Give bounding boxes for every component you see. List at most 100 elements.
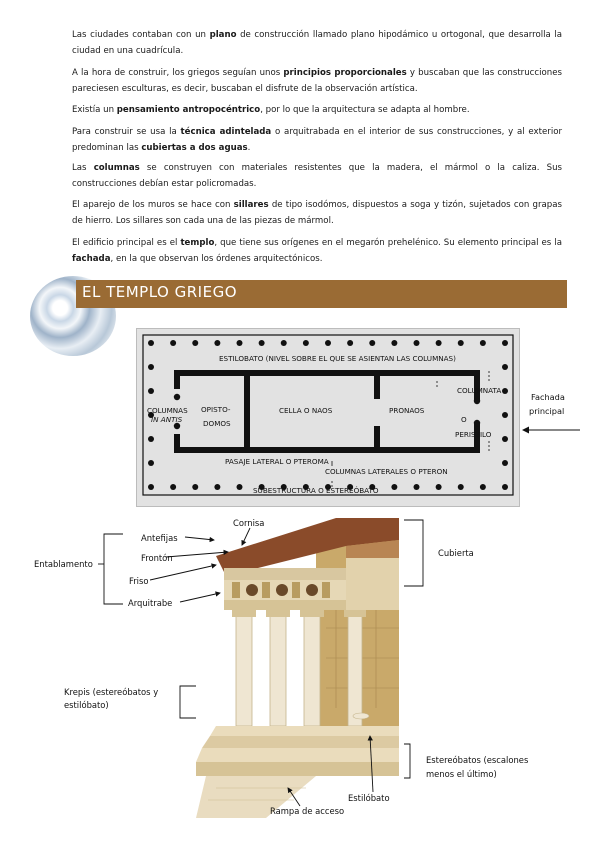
column-dot bbox=[502, 388, 508, 394]
paragraph-antropocentrico: Existía un pensamiento antropocéntrico, … bbox=[72, 103, 562, 119]
plan-label-estilobato: ESTILOBATO (NIVEL SOBRE EL QUE SE ASIENT… bbox=[219, 354, 456, 363]
text-segment: , por lo que la arquitectura se adapta a… bbox=[260, 105, 470, 115]
fachada-arrow-icon bbox=[522, 426, 580, 434]
column-dot bbox=[148, 412, 154, 418]
column-dot bbox=[457, 484, 464, 490]
column-dot bbox=[280, 484, 287, 490]
label-estereobatos-line2: menos el último) bbox=[426, 769, 497, 779]
plan-label-pasaje: PASAJE LATERAL O PTEROMA bbox=[225, 457, 329, 466]
column-dot bbox=[148, 484, 154, 490]
column-dot bbox=[325, 340, 331, 346]
text-segment: El aparejo de los muros se hace con bbox=[72, 200, 234, 210]
plan-label-domos: DOMOS bbox=[203, 419, 231, 428]
paragraph-plano: Las ciudades contaban con un plano de co… bbox=[72, 28, 562, 59]
label-arquitrabe: Arquitrabe bbox=[128, 598, 173, 608]
plan-label-subestructura: SUBESTRUCTURA O ESTEREÓBATO bbox=[253, 486, 379, 495]
plan-label-columnata: COLUMNATA bbox=[457, 386, 502, 395]
paragraph-sillares: El aparejo de los muros se hace con sill… bbox=[72, 198, 562, 229]
label-estilobato: Estilóbato bbox=[348, 793, 390, 803]
column-dot bbox=[302, 340, 309, 346]
column-dot bbox=[214, 340, 221, 346]
plan-label-opisto: OPISTO- bbox=[201, 405, 231, 414]
bold-term: templo bbox=[180, 238, 215, 248]
column-dot bbox=[479, 484, 486, 490]
plan-label-pronaos: PRONAOS bbox=[389, 406, 425, 415]
label-fronton: Frontón bbox=[141, 553, 173, 563]
text-segment: de tipo isodómos, dispuestos a soga y ti… bbox=[72, 200, 562, 226]
text-segment: Para construir se usa la bbox=[72, 127, 181, 137]
label-krepis-line2: estilóbato) bbox=[64, 700, 109, 710]
column-dot bbox=[236, 340, 243, 346]
plan-label-columnas-laterales: COLUMNAS LATERALES O PTERON bbox=[325, 467, 448, 476]
text-segment: A la hora de construir, los griegos segu… bbox=[72, 68, 284, 78]
column-dot bbox=[391, 484, 398, 490]
text-segment: Existía un bbox=[72, 105, 117, 115]
temple-floor-plan: ESTILOBATO (NIVEL SOBRE EL QUE SE ASIENT… bbox=[136, 328, 520, 507]
column-dot bbox=[148, 460, 154, 466]
column-dot bbox=[457, 340, 464, 346]
text-segment: se construyen con materiales resistentes… bbox=[72, 163, 563, 189]
text-segment: El edificio principal es el bbox=[72, 238, 181, 248]
label-antefijas: Antefijas bbox=[141, 533, 178, 543]
label-friso: Friso bbox=[129, 576, 149, 586]
text-segment: . bbox=[247, 142, 251, 153]
column-dot bbox=[192, 484, 199, 490]
bold-term: fachada bbox=[72, 253, 111, 264]
column-dot bbox=[347, 340, 354, 346]
column-dot bbox=[413, 484, 420, 490]
paragraph-tecnica: Para construir se usa la técnica adintel… bbox=[72, 125, 562, 156]
text-segment: y buscaban que las construcciones pareci… bbox=[72, 68, 562, 94]
section-banner bbox=[76, 280, 567, 308]
label-cornisa: Cornisa bbox=[233, 518, 265, 528]
label-cubierta: Cubierta bbox=[438, 548, 474, 558]
column-dot bbox=[148, 340, 154, 346]
column-dot bbox=[148, 436, 154, 442]
paragraph-templo: El edificio principal es el templo, que … bbox=[72, 236, 562, 267]
bold-term: columnas bbox=[93, 163, 140, 173]
text-segment: de construcción llamado plano hipodámico… bbox=[72, 30, 562, 56]
column-dot bbox=[502, 364, 508, 370]
text-segment: o arquitrabada en el interior de sus con… bbox=[72, 127, 562, 153]
column-dot bbox=[258, 340, 265, 346]
column-dot bbox=[347, 484, 354, 490]
column-dot bbox=[192, 340, 199, 346]
label-estereobatos-line1: Estereóbatos (escalones bbox=[426, 755, 529, 765]
label-krepis-line1: Krepis (estereóbatos y bbox=[64, 687, 159, 697]
temple-illustration bbox=[196, 518, 399, 818]
text-segment: Las bbox=[72, 163, 94, 173]
bold-term: cubiertas a dos aguas bbox=[141, 142, 248, 153]
column-dot bbox=[280, 340, 287, 346]
section-title: EL TEMPLO GRIEGO bbox=[82, 283, 238, 301]
column-dot bbox=[502, 412, 508, 418]
column-dot bbox=[148, 364, 154, 370]
bold-term: pensamiento antropocéntrico bbox=[116, 105, 261, 115]
column-dot bbox=[369, 484, 376, 490]
column-dot bbox=[502, 460, 508, 466]
column-dot bbox=[479, 340, 486, 346]
plan-label-cella: CELLA O NAOS bbox=[279, 406, 333, 415]
bold-term: técnica adintelada bbox=[180, 127, 272, 137]
column-dot bbox=[325, 484, 331, 490]
column-dot bbox=[170, 484, 177, 490]
column-dot bbox=[502, 340, 508, 346]
column-dot bbox=[148, 388, 154, 394]
column-dot bbox=[435, 484, 442, 490]
column-dot bbox=[502, 436, 508, 442]
plan-label-in-antis: IN ANTIS bbox=[151, 415, 183, 424]
text-segment: Las ciudades contaban con un bbox=[72, 30, 210, 40]
column-dot bbox=[236, 484, 243, 490]
bold-term: sillares bbox=[233, 200, 269, 210]
fachada-label-line2: principal bbox=[529, 406, 565, 416]
text-segment: , que tiene sus orígenes en el megarón p… bbox=[214, 238, 562, 248]
temple-plan-drawing bbox=[142, 334, 514, 496]
text-segment: , en la que observan los órdenes arquite… bbox=[110, 253, 323, 264]
column-dot bbox=[502, 484, 508, 490]
plan-label-columnas: COLUMNAS bbox=[147, 406, 188, 415]
bold-term: plano bbox=[209, 30, 237, 40]
column-dot bbox=[369, 340, 376, 346]
bold-term: principios proporcionales bbox=[283, 68, 407, 78]
column-dot bbox=[302, 484, 309, 490]
fachada-label-line1: Fachada bbox=[531, 392, 565, 402]
paragraph-columnas: Las columnas se construyen con materiale… bbox=[72, 161, 562, 192]
